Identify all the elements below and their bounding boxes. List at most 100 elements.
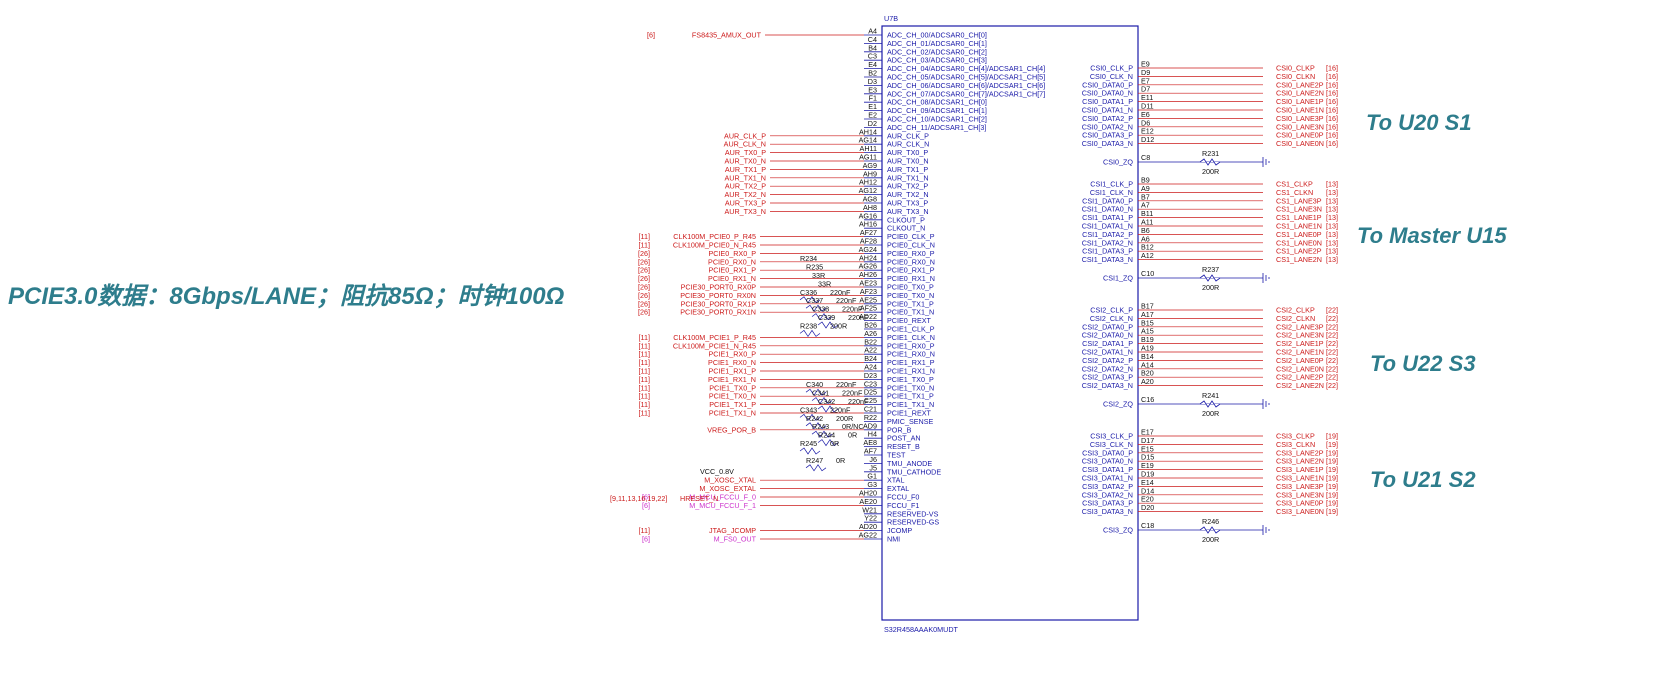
- resistor-symbol: [811, 430, 833, 438]
- passive-value: 0R: [848, 431, 857, 440]
- passive-value: 0R: [830, 439, 839, 448]
- pin-name: PCIE0_RX1_P: [887, 266, 935, 275]
- passive-ref: R243: [812, 422, 829, 431]
- csi-page-ref: [22]: [1326, 339, 1338, 348]
- pin-number: AG24: [859, 245, 877, 254]
- csi-pin-name: CSI3_DATA3_P: [1082, 499, 1133, 508]
- csi-pin-number: A7: [1141, 201, 1150, 210]
- pin-name: PMIC_SENSE: [887, 417, 934, 426]
- net-label: PCIE30_PORT0_RX1N: [680, 308, 756, 317]
- csi-pin-number: D14: [1141, 486, 1154, 495]
- csi-page-ref: [16]: [1326, 131, 1338, 140]
- zq-res-value: 200R: [1202, 535, 1219, 544]
- passive-ref: C339: [818, 313, 835, 322]
- csi-pin-name: CSI0_DATA2_P: [1082, 114, 1133, 123]
- page-ref: [6]: [647, 31, 655, 40]
- pin-number: AD9: [863, 421, 877, 430]
- page-ref: [26]: [638, 257, 650, 266]
- zq-res-ref: R241: [1202, 391, 1219, 400]
- csi-net-label: CS1_LANE3N: [1276, 205, 1322, 214]
- pin-name: PCIE1_RX0_N: [887, 350, 935, 359]
- pin-number: AG16: [859, 211, 877, 220]
- csi-pin-number: A14: [1141, 360, 1154, 369]
- resistor-symbol: [805, 388, 827, 396]
- passive-value: 220nF: [842, 389, 863, 398]
- passive-value: 220nF: [848, 397, 869, 406]
- passive-ref: 33R: [818, 279, 831, 288]
- pin-name: AUR_TX1_N: [887, 173, 929, 182]
- pin-number: A26: [864, 329, 877, 338]
- csi-pin-number: E6: [1141, 110, 1150, 119]
- pin-number: E1: [868, 102, 877, 111]
- csi-net-label: CS1_CLKN: [1276, 188, 1313, 197]
- csi-page-ref: [16]: [1326, 114, 1338, 123]
- pin-number: AG8: [863, 195, 877, 204]
- net-label: FS8435_AMUX_OUT: [692, 31, 762, 40]
- pin-name: ADC_CH_07/ADCSAR0_CH[7]/ADCSAR1_CH[7]: [887, 89, 1045, 98]
- pin-name: PCIE0_RX0_P: [887, 249, 935, 258]
- page-ref: [11]: [639, 400, 650, 409]
- pin-name: CLKOUT_N: [887, 224, 925, 233]
- resistor-symbol: [811, 396, 833, 405]
- net-label: AUR_TX0_P: [725, 148, 766, 157]
- pin-number: G1: [867, 472, 877, 481]
- pin-name: AUR_TX2_P: [887, 182, 928, 191]
- net-label: VREG_POR_B: [707, 425, 756, 434]
- pin-name: PCIE1_TX0_P: [887, 375, 934, 384]
- passive-value: 0R/NC: [842, 422, 864, 431]
- csi-page-ref: [22]: [1326, 381, 1338, 390]
- note-u20: To U20 S1: [1366, 110, 1472, 135]
- zq-res-ref: R237: [1202, 265, 1219, 274]
- resistor-symbol: [817, 321, 839, 329]
- pin-number: Y22: [864, 514, 877, 523]
- zq-pin-number: C16: [1141, 395, 1154, 404]
- pin-name: PCIE0_CLK_N: [887, 241, 935, 250]
- resistor-symbol: [799, 447, 821, 455]
- pin-name: AUR_TX0_P: [887, 148, 928, 157]
- csi-pin-number: A19: [1141, 344, 1154, 353]
- passive-ref: C338: [812, 305, 829, 314]
- csi-page-ref: [22]: [1326, 322, 1338, 331]
- csi-pin-number: E14: [1141, 478, 1154, 487]
- net-label: CLK100M_PCIE0_N_R45: [673, 241, 756, 250]
- note-u22: To U22 S3: [1370, 351, 1476, 376]
- pin-name: AUR_TX0_N: [887, 157, 929, 166]
- pin-name: PCIE0_RX0_N: [887, 257, 935, 266]
- csi-net-label: CS1_LANE2N: [1276, 255, 1322, 264]
- pin-name: PCIE0_TX0_P: [887, 283, 934, 292]
- chip-ref: U7B: [884, 14, 898, 23]
- pin-name: PCIE1_CLK_N: [887, 333, 935, 342]
- pin-number: J5: [869, 463, 877, 472]
- pin-name: ADC_CH_04/ADCSAR0_CH[4]/ADCSAR1_CH[4]: [887, 64, 1045, 73]
- csi-page-ref: [13]: [1326, 213, 1338, 222]
- csi-net-label: CS1_LANE3P: [1276, 196, 1322, 205]
- pin-name: PCIE0_TX1_P: [887, 299, 934, 308]
- csi-net-label: CSI2_LANE0P: [1276, 356, 1324, 365]
- pin-name: PCIE0_RX1_N: [887, 274, 935, 283]
- pin-name: PCIE0_REXT: [887, 316, 932, 325]
- passive-ref: R235: [806, 263, 823, 272]
- csi-net-label: CS1_LANE1P: [1276, 213, 1322, 222]
- pin-name: NMI: [887, 535, 900, 544]
- pin-number: AH24: [859, 253, 877, 262]
- pin-number: AG9: [863, 161, 877, 170]
- csi-page-ref: [16]: [1326, 139, 1338, 148]
- pin-name: ADC_CH_09/ADCSAR1_CH[1]: [887, 106, 987, 115]
- csi-net-label: CSI2_CLKP: [1276, 306, 1315, 315]
- passive-ref: 33R: [812, 271, 825, 280]
- csi-pin-name: CSI0_CLK_N: [1090, 72, 1133, 81]
- csi-pin-number: D17: [1141, 436, 1154, 445]
- page-ref: [26]: [638, 308, 650, 317]
- vcc-label: VCC_0.8V: [700, 467, 734, 476]
- csi-net-label: CSI0_LANE3P: [1276, 114, 1324, 123]
- csi-pin-number: E9: [1141, 60, 1150, 69]
- csi-pin-number: E17: [1141, 428, 1154, 437]
- pin-number: AE8: [863, 438, 877, 447]
- ground-symbol: [1262, 399, 1270, 409]
- csi-net-label: CSI3_LANE1N: [1276, 474, 1324, 483]
- csi-net-label: CSI3_LANE2N: [1276, 457, 1324, 466]
- csi-page-ref: [16]: [1326, 80, 1338, 89]
- pin-number: AF7: [864, 447, 877, 456]
- net-label: AUR_CLK_N: [724, 140, 766, 149]
